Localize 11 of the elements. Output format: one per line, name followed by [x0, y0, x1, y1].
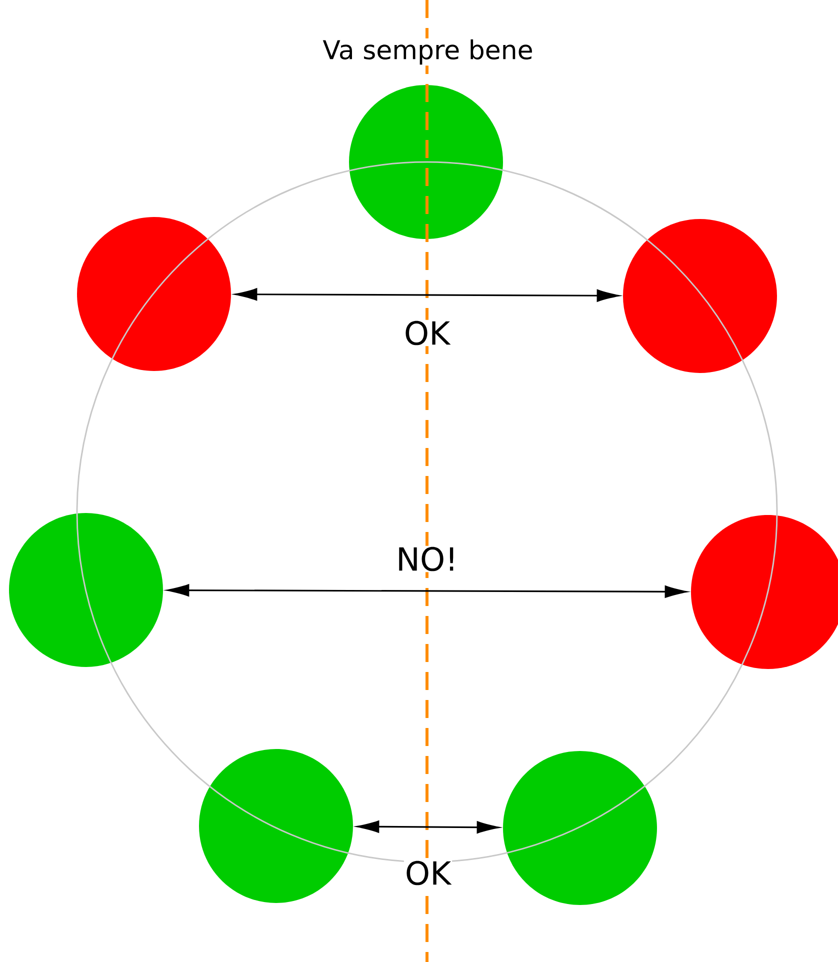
- circle-marker: [9, 513, 163, 667]
- circle-marker: [349, 85, 503, 239]
- edge-label: OK: [402, 320, 452, 346]
- circle-marker: [77, 217, 231, 371]
- edge-label: OK: [404, 860, 452, 886]
- edge-label: NO!: [395, 546, 459, 572]
- caption-text: Va sempre bene: [322, 38, 534, 66]
- circle-marker: [623, 219, 777, 373]
- circle-marker: [199, 749, 353, 903]
- circle-marker: [503, 751, 657, 905]
- double-arrow: [357, 820, 499, 834]
